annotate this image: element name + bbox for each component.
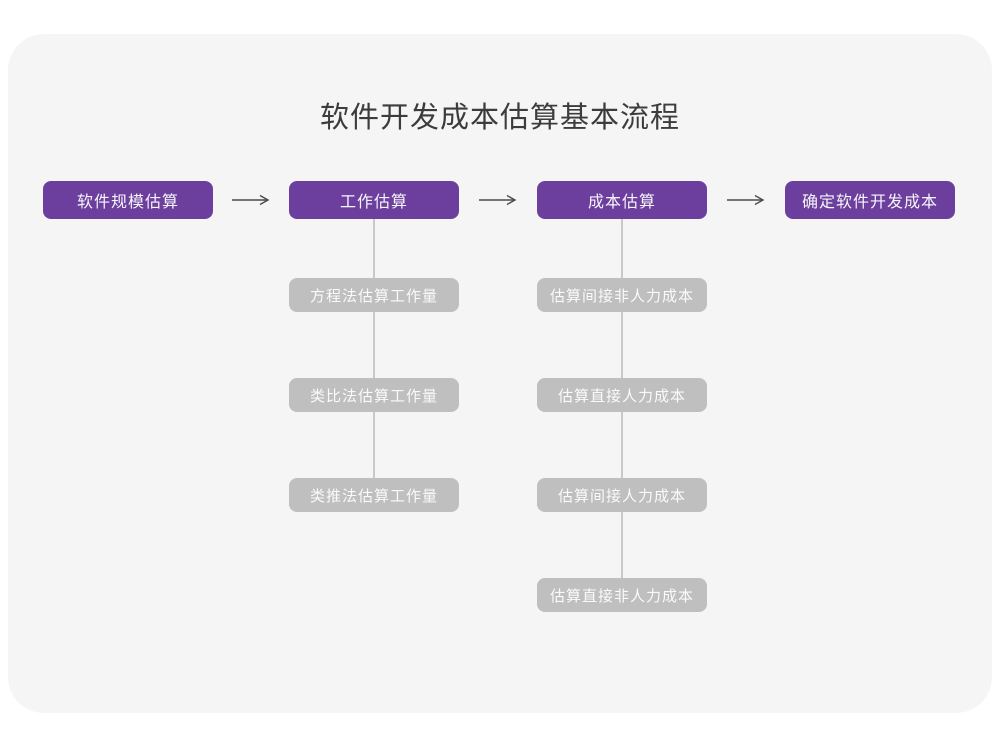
stage-node-cost-estimation: 成本估算 <box>537 181 707 219</box>
substep-label: 类比法估算工作量 <box>309 387 438 405</box>
substep-label: 估算直接非人力成本 <box>549 587 694 605</box>
diagram-title: 软件开发成本估算基本流程 <box>319 102 680 134</box>
substep-node-extrapolation-method: 类推法估算工作量 <box>289 478 459 512</box>
substep-node-direct-nonlabor-cost: 估算直接非人力成本 <box>537 578 707 612</box>
stage-node-determine-development-cost: 确定软件开发成本 <box>785 181 955 219</box>
diagram-card <box>8 34 992 713</box>
stage-label: 工作估算 <box>339 194 408 211</box>
substep-node-equation-method: 方程法估算工作量 <box>289 278 459 312</box>
substep-label: 方程法估算工作量 <box>309 287 438 305</box>
stage-node-software-scale-estimation: 软件规模估算 <box>43 181 213 219</box>
substep-node-indirect-labor-cost: 估算间接人力成本 <box>537 478 707 512</box>
substep-node-direct-labor-cost: 估算直接人力成本 <box>537 378 707 412</box>
right-arrow-icon <box>231 194 271 206</box>
connector-line-work-estimation <box>373 219 375 495</box>
stage-label: 确定软件开发成本 <box>801 194 938 211</box>
stage-node-work-estimation: 工作估算 <box>289 181 459 219</box>
substep-label: 估算直接人力成本 <box>557 387 686 405</box>
substep-label: 类推法估算工作量 <box>309 487 438 505</box>
substep-node-analogy-method: 类比法估算工作量 <box>289 378 459 412</box>
substep-label: 估算间接非人力成本 <box>549 287 694 305</box>
substep-label: 估算间接人力成本 <box>557 487 686 505</box>
substep-node-indirect-nonlabor-cost: 估算间接非人力成本 <box>537 278 707 312</box>
stage-label: 成本估算 <box>587 194 656 211</box>
stage-label: 软件规模估算 <box>76 194 179 211</box>
right-arrow-icon <box>478 194 518 206</box>
right-arrow-icon <box>726 194 766 206</box>
